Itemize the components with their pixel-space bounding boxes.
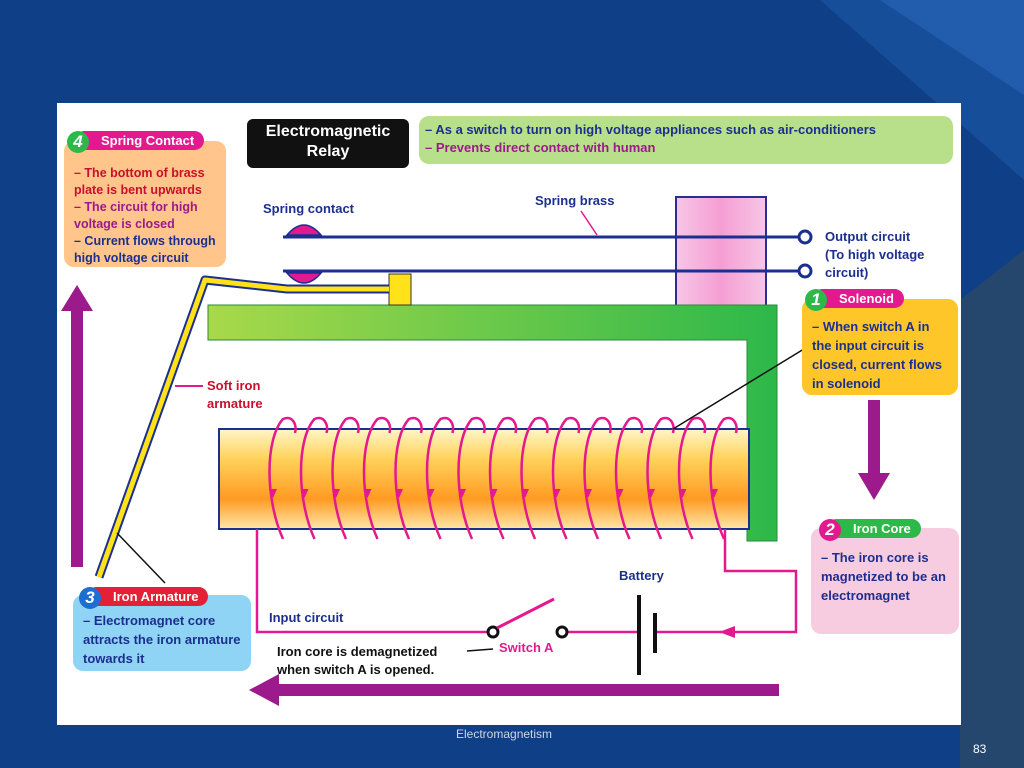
solenoid-box: – When switch A in the input circuit is … [802, 299, 958, 395]
current-arrow [678, 489, 687, 498]
input-circuit-label: Input circuit [269, 610, 344, 625]
relay-drawing [61, 196, 890, 706]
relay-diagram: Electromagnetic Relay – As a switch to t… [57, 103, 961, 725]
current-arrow [615, 489, 624, 498]
current-arrow [647, 489, 655, 498]
iron-core [218, 428, 750, 530]
leader-iron-armature [116, 532, 166, 584]
step3-bullet: – Electromagnet core attracts the iron a… [83, 613, 241, 666]
coil-turn [646, 416, 675, 540]
coil-turn [394, 416, 423, 540]
current-arrow [300, 489, 309, 498]
current-arrow [584, 489, 592, 498]
current-arrow [269, 489, 277, 498]
current-arrow [521, 489, 529, 498]
switch-a-lever [496, 597, 555, 630]
title-box: Electromagnetic Relay [247, 119, 409, 168]
iron-frame [207, 304, 778, 542]
iron-armature-pill: Iron Armature [87, 587, 209, 606]
step4-bullet: – The bottom of brass plate is bent upwa… [74, 166, 205, 197]
step4-bullet: – The circuit for high voltage is closed [74, 200, 198, 231]
output-terminal-upper [797, 229, 813, 245]
coil-turn [709, 416, 738, 540]
arrow-up-left [61, 285, 93, 567]
uses-box: – As a switch to turn on high voltage ap… [419, 116, 953, 164]
switch-a-terminal-left [486, 625, 500, 639]
spring-contact-lower [285, 272, 323, 284]
leader-solenoid [672, 340, 818, 430]
step1-bullet: – When switch A in the input circuit is … [812, 319, 943, 391]
current-arrow [363, 489, 372, 498]
demagnetized-note: Iron core is demagnetized when switch A … [277, 644, 438, 677]
step1-number-icon: 1 [805, 289, 827, 311]
spring-brass-label: Spring brass [535, 193, 615, 208]
switch-a-terminal-right [555, 625, 569, 639]
current-arrow [395, 489, 403, 498]
coil-turn [268, 416, 297, 540]
input-wire-right [653, 529, 798, 634]
coil-turn [362, 416, 392, 540]
coil-turn [677, 416, 707, 540]
iron-armature-box: – Electromagnet core attracts the iron a… [73, 595, 251, 671]
coil-turn [583, 416, 612, 540]
spring-contact-label: Spring contact [263, 201, 355, 216]
use-item: – Prevents direct contact with human [425, 140, 656, 155]
iron-core-pill: Iron Core [827, 519, 921, 538]
coil-turn [551, 416, 581, 540]
insulator-block [675, 196, 767, 308]
output-circuit-label: Output circuit (To high voltage circuit) [825, 229, 925, 280]
battery-label: Battery [619, 568, 664, 583]
spring-contact-upper [285, 224, 323, 236]
switch-a-label: Switch A [499, 640, 554, 655]
coil-turn [488, 416, 518, 540]
leader-switch-a [466, 648, 494, 652]
step3-number-icon: 3 [79, 587, 101, 609]
current-arrow [552, 489, 561, 498]
step4-number-icon: 4 [67, 131, 89, 153]
arrow-left-bottom [249, 674, 779, 706]
iron-core-box: – The iron core is magnetized to be an e… [811, 528, 959, 634]
title-line2: Relay [306, 143, 350, 160]
soft-iron-label: Soft iron armature [207, 378, 263, 411]
coil-turn [520, 416, 549, 540]
step4-bullet: – Current flows through high voltage cir… [74, 234, 216, 265]
spring-contact-pill: Spring Contact [75, 131, 205, 150]
current-arrow [426, 489, 435, 498]
step2-number-icon: 2 [819, 519, 841, 541]
current-arrow [489, 489, 498, 498]
coil-turn [614, 416, 644, 540]
current-arrow [458, 489, 466, 498]
page-number: 83 [973, 742, 987, 756]
spring-contact-box: – The bottom of brass plate is bent upwa… [64, 141, 226, 267]
yellow-stub [388, 273, 412, 306]
current-arrow [710, 489, 718, 498]
solenoid-coil [268, 416, 738, 540]
title-line1: Electromagnetic [265, 123, 391, 140]
arrow-down-right [858, 400, 890, 500]
solenoid-pill: Solenoid [813, 289, 904, 308]
coil-turn [457, 416, 486, 540]
leader-spring-brass [580, 210, 598, 236]
coil-turn [299, 416, 329, 540]
footer-title: Electromagnetism [456, 727, 553, 741]
step2-bullet: – The iron core is magnetized to be an e… [821, 550, 946, 603]
use-item: – As a switch to turn on high voltage ap… [425, 122, 876, 137]
current-arrow [332, 489, 340, 498]
coil-turn [331, 416, 360, 540]
input-wire-left [255, 529, 489, 634]
output-terminal-lower [797, 263, 813, 279]
coil-turn [425, 416, 455, 540]
